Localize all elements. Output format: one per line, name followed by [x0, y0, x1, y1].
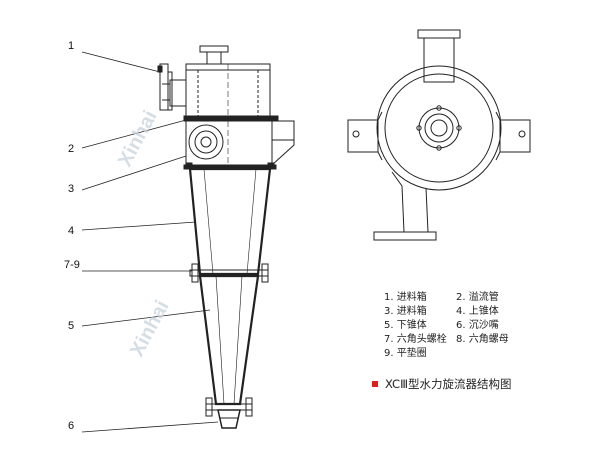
legend-item: 3. 进料箱 [384, 306, 427, 317]
legend-item: 6. 沉沙嘴 [456, 320, 499, 331]
legend-item: 7. 六角头螺栓 [384, 334, 447, 345]
callout-4: 4 [68, 225, 75, 237]
callout-1: 1 [68, 40, 75, 52]
leader-lines [81, 51, 219, 433]
top-view [347, 29, 531, 241]
legend-item: 5. 下锥体 [384, 320, 427, 331]
callout-2: 2 [68, 143, 75, 155]
legend-item: 4. 上锥体 [456, 306, 499, 317]
callout-6: 6 [68, 420, 75, 432]
callout-3: 3 [68, 183, 75, 195]
caption-text: XCⅢ型水力旋流器结构图 [385, 377, 512, 391]
red-square-icon [372, 381, 378, 387]
callout-5: 5 [68, 320, 75, 332]
legend-item: 1. 进料箱 [384, 292, 427, 303]
front-view [157, 45, 295, 429]
diagram-caption: XCⅢ型水力旋流器结构图 [372, 376, 512, 392]
legend-item: 2. 溢流管 [456, 292, 499, 303]
legend-item: 8. 六角螺母 [456, 334, 509, 345]
legend-item: 9. 平垫圈 [384, 348, 427, 359]
callout-7-9: 7-9 [64, 259, 80, 271]
